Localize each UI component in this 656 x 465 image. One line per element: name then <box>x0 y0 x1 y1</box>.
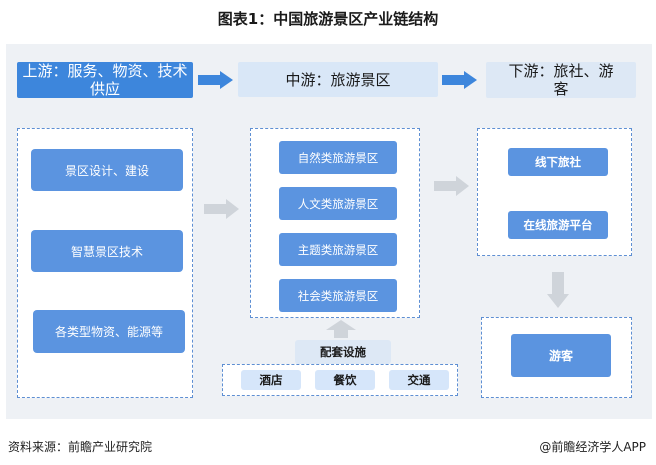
arrow-gray-up-to-mid-icon <box>204 199 239 219</box>
supporting-facilities-label: 配套设施 <box>295 340 391 364</box>
midstream-item: 人文类旅游景区 <box>279 187 397 220</box>
arrow-down-to-tourist-icon <box>547 272 569 308</box>
arrow-support-up-icon <box>326 320 356 338</box>
midstream-item: 主题类旅游景区 <box>279 233 397 266</box>
downstream-header: 下游：旅社、游客 <box>486 62 636 98</box>
upstream-item: 景区设计、建设 <box>31 149 183 191</box>
source-note: 资料来源：前瞻产业研究院 <box>8 440 153 454</box>
arrow-mid-to-down-icon <box>442 71 477 89</box>
tourist-node: 游客 <box>511 334 611 377</box>
brand-note: @前瞻经济学人APP <box>539 440 646 454</box>
midstream-header: 中游：旅游景区 <box>238 62 438 97</box>
midstream-item: 自然类旅游景区 <box>279 141 397 174</box>
midstream-item: 社会类旅游景区 <box>279 279 397 312</box>
downstream-item: 在线旅游平台 <box>508 211 608 239</box>
arrow-up-to-mid-icon <box>198 71 233 89</box>
supporting-item: 餐饮 <box>315 370 375 390</box>
downstream-item: 线下旅社 <box>508 148 608 176</box>
upstream-item: 智慧景区技术 <box>31 230 183 272</box>
arrow-gray-mid-to-down-icon <box>434 176 469 196</box>
upstream-header: 上游：服务、物资、技术供应 <box>17 62 193 98</box>
supporting-item: 酒店 <box>241 370 301 390</box>
page-title: 图表1：中国旅游景区产业链结构 <box>217 10 439 28</box>
supporting-item: 交通 <box>389 370 449 390</box>
upstream-item: 各类型物资、能源等 <box>33 310 185 353</box>
